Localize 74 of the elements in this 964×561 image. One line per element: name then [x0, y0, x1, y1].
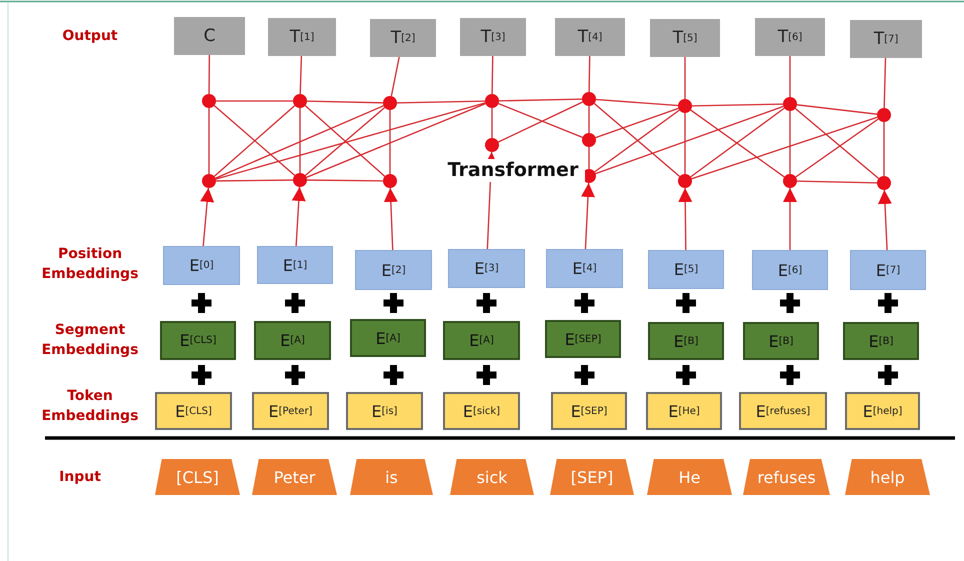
input-token: Peter [252, 459, 337, 495]
arrow [878, 190, 892, 250]
connection-line [883, 122, 885, 176]
connection-line [594, 103, 680, 177]
connection-line [208, 108, 210, 174]
arrow [678, 188, 692, 250]
connection-line [216, 179, 293, 182]
neuron-node [485, 138, 499, 152]
neuron-node [678, 174, 692, 188]
neuron-node [582, 133, 596, 147]
neuron-node [783, 97, 797, 111]
connection-line [396, 100, 486, 104]
connection-line [390, 56, 400, 96]
connection-line [491, 108, 493, 138]
connection-line [692, 103, 784, 107]
neuron-node [678, 99, 692, 113]
connection-line [789, 111, 791, 174]
row-label: Output [61, 27, 119, 46]
connection-line [795, 118, 879, 178]
connection-line [594, 110, 680, 172]
neuron-node [877, 108, 891, 122]
connection-line [789, 56, 791, 97]
arrow [783, 188, 797, 250]
arrow [384, 188, 398, 250]
connection-line [389, 110, 391, 174]
connection-line [299, 108, 301, 173]
connection-line [794, 108, 880, 179]
row-label: Input [58, 468, 102, 487]
input-token: refuses [743, 459, 830, 495]
input-token: [CLS] [155, 459, 240, 495]
connection-line [684, 113, 686, 174]
neuron-node [202, 94, 216, 108]
row-label: Segment Embeddings [40, 321, 140, 360]
row-label: Token Embeddings [40, 387, 140, 426]
connection-line [307, 179, 383, 182]
input-token: He [647, 459, 732, 495]
connection-line [884, 58, 886, 108]
connection-line [300, 56, 302, 94]
neuron-node [877, 176, 891, 190]
connection-line [596, 98, 678, 106]
arrow [292, 186, 306, 246]
connection-line [588, 147, 590, 169]
arrow [581, 182, 595, 250]
input-token: [SEP] [550, 459, 634, 495]
connection-line [796, 104, 878, 115]
neuron-node [582, 92, 596, 106]
connection-line [216, 102, 486, 180]
input-token: sick [450, 459, 534, 495]
input-token: help [845, 459, 930, 495]
neuron-node [485, 94, 499, 108]
connection-line [215, 105, 384, 179]
neuron-node [383, 174, 397, 188]
arrow [200, 188, 214, 246]
row-label: Position Embeddings [40, 245, 140, 284]
connection-line [588, 56, 590, 92]
neuron-node [202, 174, 216, 188]
connection-line [796, 180, 878, 184]
connection-line [491, 56, 494, 94]
connection-line [691, 116, 878, 180]
neuron-node [383, 96, 397, 110]
neuron-node [783, 174, 797, 188]
connection-line [595, 106, 784, 174]
neuron-node [293, 94, 307, 108]
connection-line [684, 57, 686, 99]
neuron-node [293, 173, 307, 187]
connection-line [498, 98, 582, 102]
output-box: C [174, 17, 245, 55]
connection-line [216, 100, 293, 102]
connection-line [306, 103, 486, 178]
connection-line [306, 100, 384, 104]
input-token: is [350, 459, 433, 495]
connection-line [588, 106, 590, 133]
connection-line [595, 108, 679, 138]
connection-line [208, 55, 210, 94]
